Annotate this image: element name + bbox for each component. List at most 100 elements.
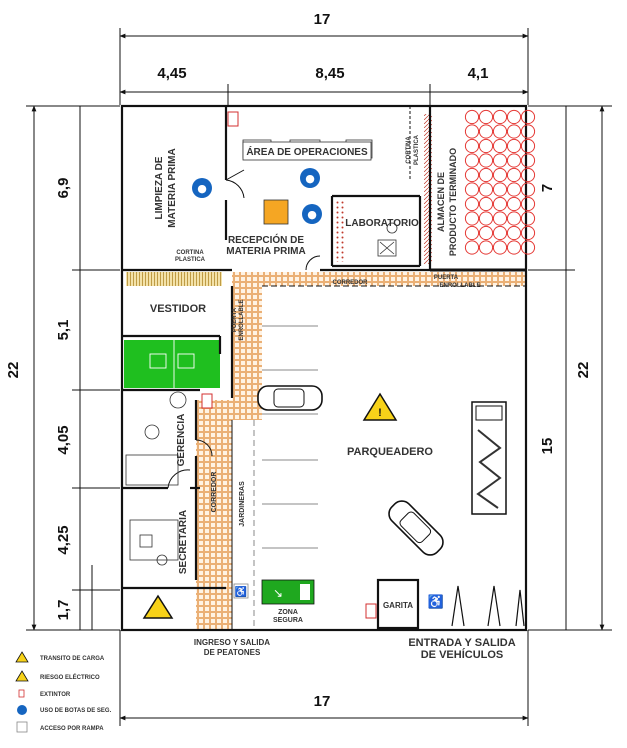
- puerta-enrollable-label-1: PUERTA: [434, 275, 459, 281]
- storage-circle: [492, 196, 508, 212]
- gerencia-label: GERENCIA: [176, 414, 187, 467]
- svg-text:●: ●: [305, 172, 315, 185]
- safety-boots-icon: ●: [302, 204, 322, 224]
- ramp-access-icon-gate: ♿: [428, 594, 444, 609]
- entrada-label-2: DE VEHÍCULOS: [421, 648, 504, 661]
- fire-extinguisher-icon: [227, 111, 239, 127]
- dim-right-b: 15: [539, 438, 556, 455]
- dimension-labels: 17 4,45 8,45 4,1 22 6,9 5,1 4,05 4,25 1,…: [5, 11, 592, 710]
- finished-product-storage: [464, 109, 536, 255]
- dim-right-total: 22: [575, 362, 592, 379]
- puerta-vert-label-2: ENROLLABLE: [239, 300, 245, 341]
- storage-circle: [492, 225, 508, 241]
- storage-circle: [478, 124, 494, 139]
- storage-circle: [506, 211, 522, 226]
- svg-text:♿: ♿: [428, 594, 444, 609]
- storage-circle: [506, 225, 522, 241]
- dim-top-b: 8,45: [315, 65, 344, 82]
- safety-boots-icons: ● ● ●: [192, 168, 322, 224]
- storage-circle: [478, 211, 494, 226]
- storage-circle: [464, 240, 480, 255]
- secretaria-label: SECRETARIA: [178, 510, 189, 574]
- storage-circle: [492, 211, 508, 226]
- parqueadero-label: PARQUEADERO: [347, 446, 433, 458]
- legend-item: TRANSITO DE CARGA: [15, 651, 105, 663]
- walls: [120, 104, 528, 632]
- limpieza-label-1: LIMPIEZA DE: [154, 156, 165, 219]
- storage-circle: [520, 167, 536, 183]
- car-parked: [257, 385, 323, 411]
- jardineras-label: JARDINERAS: [239, 481, 246, 527]
- recepcion-label-2: MATERIA PRIMA: [226, 246, 305, 257]
- safety-boots-icon: [17, 705, 27, 715]
- storage-circle: [478, 138, 494, 154]
- storage-circle: [478, 240, 494, 255]
- green-office-room: [124, 340, 220, 388]
- storage-circle: [478, 167, 494, 183]
- storage-circle: [492, 109, 508, 125]
- storage-circle: [506, 153, 522, 168]
- legend-label-4: ACCESO POR RAMPA: [40, 726, 104, 732]
- dim-left-b: 5,1: [55, 320, 72, 341]
- garita-label: GARITA: [383, 601, 413, 610]
- truck: [471, 401, 507, 515]
- puerta-enrollable-label-2: ENROLLABLE: [440, 283, 481, 289]
- cortina-label-2: PLASTICA: [175, 257, 206, 263]
- almacen-label-2: PRODUCTO TERMINADO: [448, 148, 458, 256]
- fire-extinguisher-icons: [201, 111, 377, 619]
- storage-circle: [520, 153, 536, 168]
- storage-circle: [520, 225, 536, 241]
- storage-circle: [478, 109, 494, 125]
- dimension-lines: [26, 28, 612, 726]
- svg-text:●: ●: [197, 182, 207, 195]
- green-room-furniture: [149, 340, 195, 388]
- legend-label-1: RIESGO ELÉCTRICO: [40, 673, 100, 681]
- car-angled: [388, 500, 444, 556]
- legend-label-2: EXTINTOR: [40, 692, 71, 698]
- storage-circle: [492, 240, 508, 255]
- corredor-label: CORREDOR: [332, 280, 368, 286]
- ingreso-label-2: DE PEATONES: [204, 648, 261, 657]
- storage-circle: [492, 182, 508, 197]
- ramp-access-icon: [16, 721, 28, 733]
- cortina-label-top-1: CORTINA: [406, 136, 412, 164]
- vehicle-gate: [451, 585, 525, 627]
- storage-circle: [506, 109, 522, 125]
- operations-label: ÁREA DE OPERACIONES: [246, 145, 368, 158]
- cortina-label-1: CORTINA: [176, 250, 204, 256]
- ingreso-label-1: INGRESO Y SALIDA: [194, 638, 270, 647]
- ramp-access-icon: ♿: [233, 583, 249, 599]
- storage-circle: [492, 167, 508, 183]
- safety-boots-icon: ●: [192, 178, 212, 198]
- entrada-label-1: ENTRADA Y SALIDA: [408, 637, 515, 649]
- storage-circle: [506, 240, 522, 255]
- legend-label-0: TRANSITO DE CARGA: [40, 656, 105, 662]
- legend-item: EXTINTOR: [18, 689, 71, 698]
- room-labels: LIMPIEZA DE MATERIA PRIMA ÁREA DE OPERAC…: [150, 134, 516, 661]
- storage-circle: [520, 182, 536, 197]
- storage-circle: [520, 240, 536, 255]
- limpieza-label-2: MATERIA PRIMA: [167, 148, 178, 227]
- office-furniture: [125, 391, 187, 566]
- storage-circle: [492, 124, 508, 139]
- dim-left-d: 4,25: [55, 525, 72, 554]
- legend-item: USO DE BOTAS DE SEG.: [17, 705, 112, 715]
- load-transit-warning-icon: !: [362, 392, 398, 421]
- storage-circle: [464, 196, 480, 212]
- exit-sign: ↘: [261, 579, 315, 605]
- storage-circle: [464, 167, 480, 183]
- laboratorio-label: LABORATORIO: [345, 218, 419, 229]
- storage-circle: [478, 225, 494, 241]
- storage-circle: [492, 138, 508, 154]
- storage-circle: [464, 211, 480, 226]
- dim-bottom-total: 17: [314, 693, 331, 710]
- dim-left-c: 4,05: [55, 425, 72, 454]
- storage-circle: [520, 211, 536, 226]
- storage-circle: [506, 196, 522, 212]
- dim-left-e: 1,7: [55, 600, 72, 621]
- corridor-floor: [126, 272, 525, 630]
- dim-left-total: 22: [5, 362, 22, 379]
- storage-circle: [478, 182, 494, 197]
- lab-equipment: [377, 222, 398, 257]
- corredor-vert-label: CORREDOR: [211, 472, 218, 513]
